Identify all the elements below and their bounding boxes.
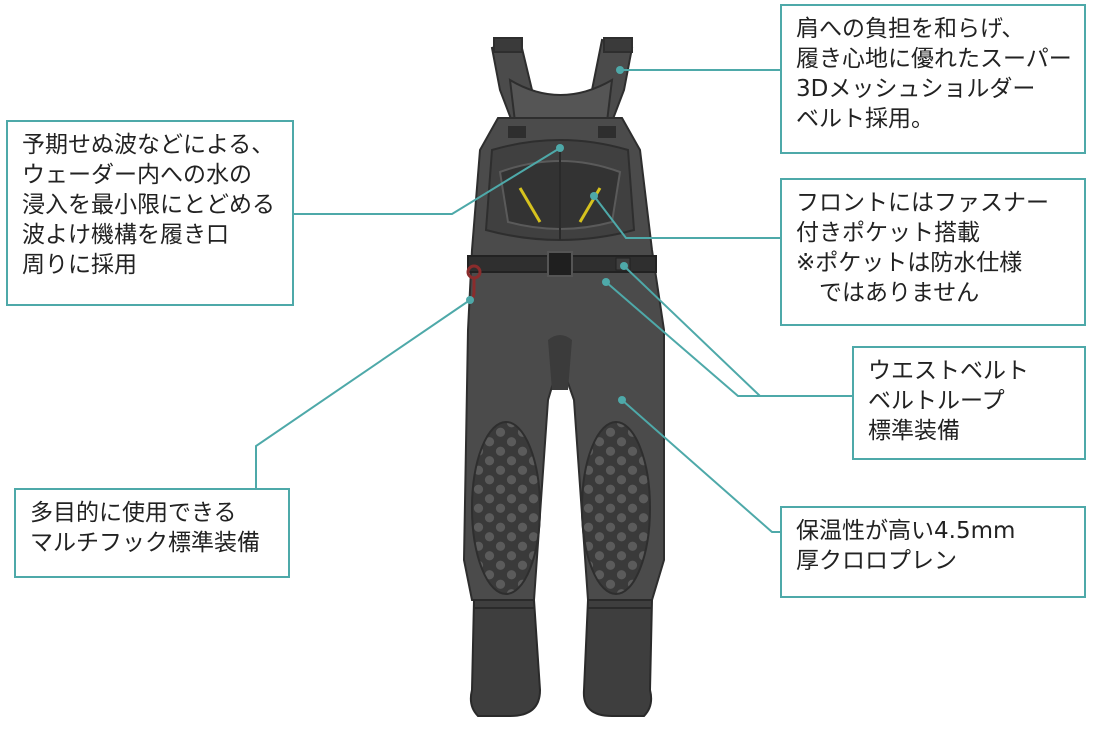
callout-line: ウエストベルト xyxy=(868,358,1029,384)
callout-line: ウェーダー内への水の xyxy=(22,162,252,188)
callout-line: 周りに採用 xyxy=(22,252,137,278)
callout-neoprene: 保温性が高い4.5mm 厚クロロプレン xyxy=(780,506,1086,598)
callout-line: 保温性が高い4.5mm xyxy=(796,518,1016,544)
knee-pad-right xyxy=(581,421,651,595)
boot-right xyxy=(582,599,654,717)
leader-belt-b xyxy=(605,281,852,397)
boot-left xyxy=(469,599,542,717)
callout-line: 予期せぬ波などによる、 xyxy=(22,132,275,158)
leader-dot-belt-a xyxy=(620,262,628,270)
leader-wave xyxy=(294,147,561,215)
callout-line: 履き心地に優れたスーパー xyxy=(796,46,1072,72)
callout-shoulder-belt: 肩への負担を和らげ、 履き心地に優れたスーパー 3Dメッシュショルダー ベルト採… xyxy=(780,4,1086,154)
callout-waist-belt: ウエストベルト ベルトループ 標準装備 xyxy=(852,346,1086,460)
leader-dot-neoprene xyxy=(618,396,626,404)
callout-multi-hook: 多目的に使用できる マルチフック標準装備 xyxy=(14,488,290,578)
callout-line: フロントにはファスナー xyxy=(796,190,1049,216)
callout-line: ベルトループ xyxy=(868,388,1005,414)
callout-line: 付きポケット搭載 xyxy=(796,220,980,246)
callout-line: 浸入を最小限にとどめる xyxy=(22,192,275,218)
buckle-left xyxy=(508,126,526,138)
callout-line: 多目的に使用できる xyxy=(30,500,237,526)
leader-dot-pocket xyxy=(590,192,598,200)
callout-line: ベルト採用。 xyxy=(796,106,934,132)
yellow-stripe-left xyxy=(518,187,542,223)
leader-dot-hook xyxy=(466,296,474,304)
callout-line: ではありません xyxy=(796,280,980,306)
crotch-seam xyxy=(548,335,572,390)
leader-hook xyxy=(255,299,471,488)
callout-line: 厚クロロプレン xyxy=(796,548,957,574)
leader-neoprene xyxy=(621,399,780,533)
leader-dot-shoulder xyxy=(616,66,624,74)
callout-wave-guard: 予期せぬ波などによる、 ウェーダー内への水の 浸入を最小限にとどめる 波よけ機構… xyxy=(6,120,294,306)
callout-front-pocket: フロントにはファスナー 付きポケット搭載 ※ポケットは防水仕様 ではありません xyxy=(780,178,1086,326)
callout-line: マルチフック標準装備 xyxy=(30,530,260,556)
buckle-right xyxy=(598,126,616,138)
callout-line: 肩への負担を和らげ、 xyxy=(796,16,1025,42)
callout-line: 3Dメッシュショルダー xyxy=(796,76,1036,102)
leader-dot-belt-b xyxy=(602,278,610,286)
leader-pocket xyxy=(593,195,780,239)
leader-dot-wave xyxy=(556,144,564,152)
callout-line: 標準装備 xyxy=(868,418,960,444)
knee-pad-left xyxy=(471,421,541,595)
belt-buckle xyxy=(547,251,573,277)
callout-line: 波よけ機構を履き口 xyxy=(22,222,229,248)
callout-line: ※ポケットは防水仕様 xyxy=(796,250,1023,276)
